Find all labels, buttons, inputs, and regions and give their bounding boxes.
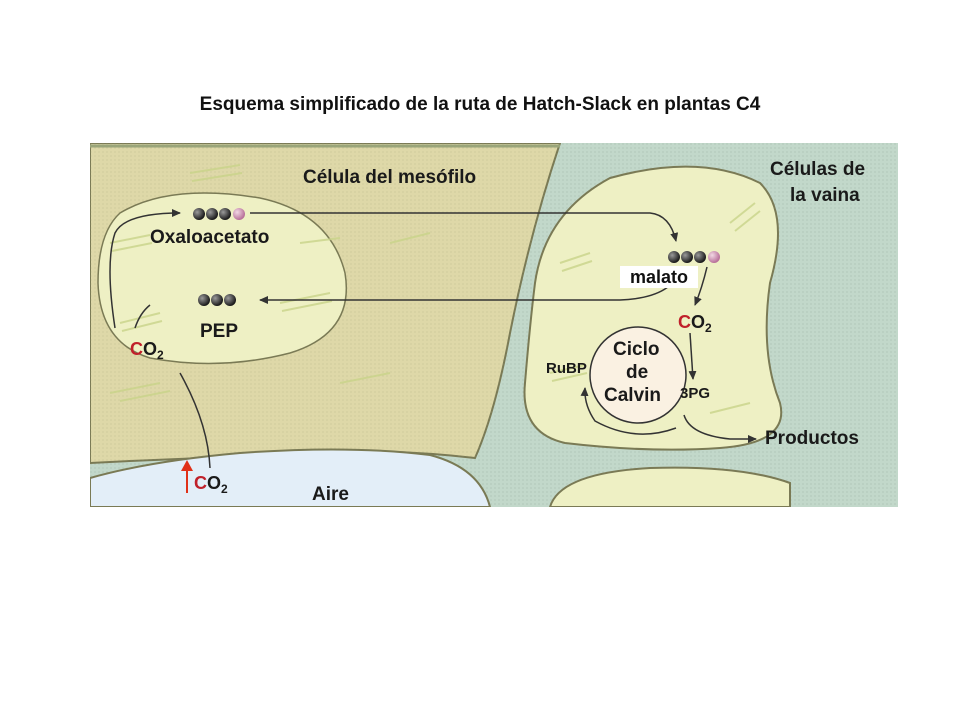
label-3pg: 3PG [680,385,710,402]
label-calvin-line1: Ciclo [613,339,659,360]
label-mesophyll: Célula del mesófilo [303,167,476,188]
arrow-malate-to-co2 [694,266,708,306]
arrow-3pg-to-rubp [580,387,677,435]
air-space [90,448,492,507]
label-co2-air: CO2 [194,473,228,496]
hatch-slack-diagram: Célula del mesófilo Células de la vaina … [90,143,898,507]
label-calvin-line3: Calvin [604,385,661,406]
malate-molecule-icon [668,251,720,263]
label-co2-sheath: CO2 [678,312,712,335]
arrow-3pg-to-products [683,414,757,443]
bundle-sheath-cell [523,165,783,451]
label-malate: malato [630,267,688,287]
label-co2-mesophyll: CO2 [130,339,164,362]
label-oxaloacetate: Oxaloacetato [150,227,269,248]
oxaloacetate-molecule-icon [193,208,245,220]
arrow-oxaloacetate-to-malate [250,212,679,242]
arrow-co2-to-pep [134,304,151,329]
calvin-cycle-circle [589,326,687,424]
arrow-air-co2-to-chloroplast [179,372,211,469]
bundle-sheath-cell-lower [548,466,791,507]
label-sheath-line1: Células de [770,159,865,180]
pep-molecule-icon [198,294,236,306]
malate-label-box [620,266,698,288]
label-calvin-line2: de [626,362,648,383]
diagram-title: Esquema simplificado de la ruta de Hatch… [199,94,761,115]
red-up-arrow-icon [181,460,193,493]
label-pep: PEP [200,321,238,342]
label-products: Productos [765,428,859,449]
arrow-pep-to-oxaloacetate [109,209,181,329]
label-air: Aire [312,484,349,505]
arrow-co2-to-3pg [688,332,697,380]
label-sheath-line2: la vaina [790,185,860,206]
label-rubp: RuBP [546,360,587,377]
